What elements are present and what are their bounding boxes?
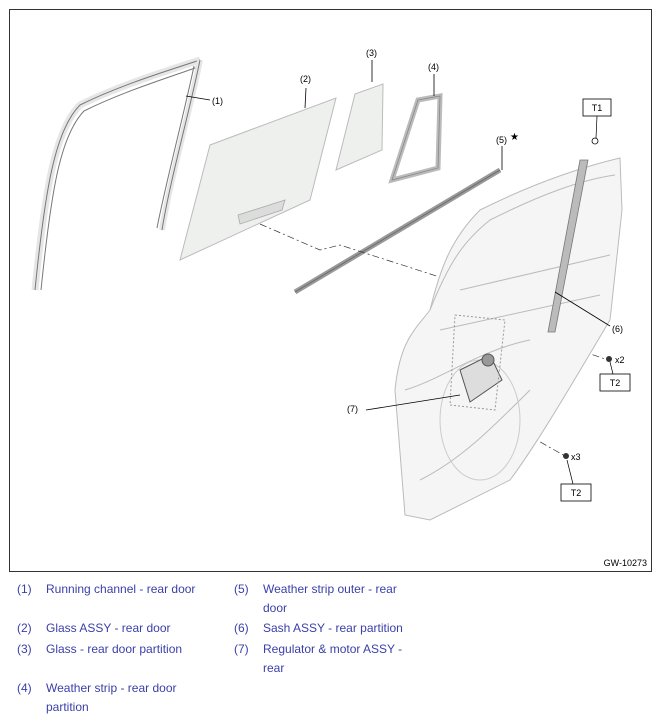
callout-1: (1) [212, 96, 223, 106]
label-t2-upper: T2 [610, 378, 621, 388]
figure-code: GW-10273 [603, 558, 647, 568]
sash-assy-part [547, 159, 589, 333]
legend-item-4: (4) Weather strip - rear door partition [17, 681, 177, 714]
bolt-icon [563, 453, 569, 459]
quantity-x2: x2 [615, 355, 625, 365]
glass-assy-part [179, 97, 337, 261]
outer-weather-strip-part [293, 167, 502, 295]
partition-weather-strip-part [388, 92, 443, 184]
regulator-motor-part [449, 314, 506, 411]
callout-7: (7) [347, 404, 358, 414]
label-t2-lower: T2 [571, 488, 582, 498]
callout-4: (4) [428, 62, 439, 72]
running-channel-part [31, 56, 203, 291]
bolt-icon [606, 356, 612, 362]
label-t1: T1 [592, 103, 603, 113]
star-mark: ★ [510, 132, 519, 143]
callout-2: (2) [300, 74, 311, 84]
callout-5: (5) [496, 135, 507, 145]
bolt-icon [591, 137, 599, 145]
exploded-parts-diagram: (1) (2) (3) (4) (5) ★ [9, 9, 652, 572]
legend-item-5: (5) Weather strip outer - rear door [234, 582, 397, 615]
t2-box-lower [560, 483, 592, 502]
leader-line [185, 95, 211, 101]
diagram-drawing: (1) (2) (3) (4) (5) ★ [31, 48, 631, 521]
partition-glass-part [335, 83, 384, 171]
legend-item-7: (7) Regulator & motor ASSY - rear [234, 642, 403, 675]
callout-3: (3) [366, 48, 377, 58]
callout-6: (6) [612, 324, 623, 334]
quantity-x3: x3 [571, 452, 581, 462]
t2-box-upper [599, 373, 631, 392]
